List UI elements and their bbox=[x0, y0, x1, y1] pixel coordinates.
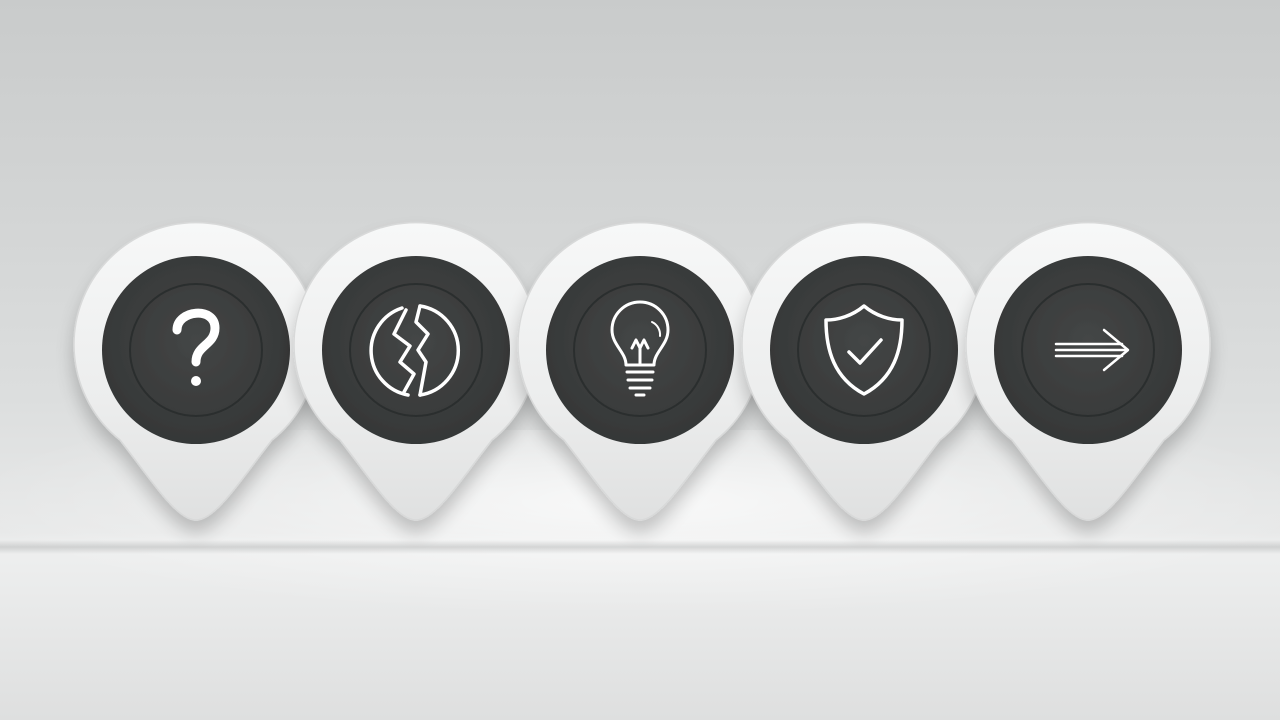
arrow-right-icon bbox=[1054, 328, 1130, 372]
pin-1 bbox=[73, 221, 319, 521]
pin-4 bbox=[741, 221, 987, 521]
pin-2 bbox=[293, 221, 539, 521]
lightbulb-icon bbox=[610, 300, 670, 397]
horizon-line bbox=[0, 540, 1280, 554]
shield-check-icon bbox=[824, 304, 904, 396]
pin-3 bbox=[517, 221, 763, 521]
question-mark-icon bbox=[172, 308, 220, 386]
pin-5 bbox=[965, 221, 1211, 521]
broken-circle-icon bbox=[369, 304, 460, 397]
